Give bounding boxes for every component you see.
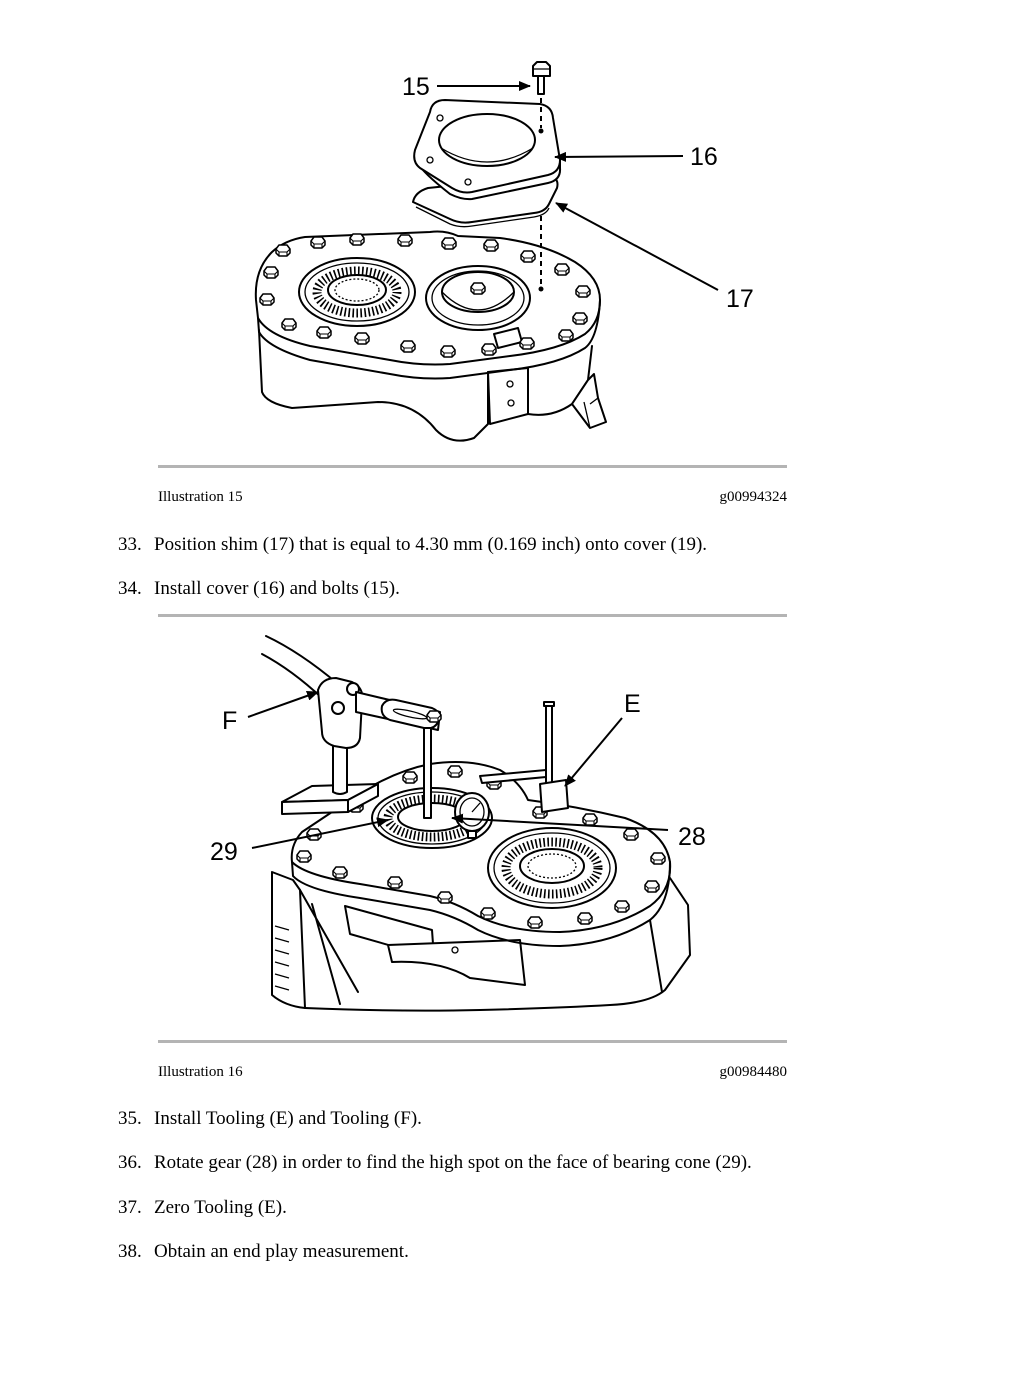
- bearing-right: [487, 827, 617, 909]
- illustration-title: Illustration 16: [158, 1064, 243, 1080]
- illustration-15-drawing: 15 16 17: [254, 61, 754, 442]
- bearing-cone: [298, 257, 416, 327]
- callout-28: 28: [678, 823, 706, 851]
- bolt-head: [349, 233, 365, 246]
- bolt-head: [644, 880, 660, 893]
- bolt-head: [437, 891, 453, 904]
- bolt-head: [316, 326, 332, 339]
- bolt-head: [354, 332, 370, 345]
- illustration-code: g00984480: [719, 1064, 788, 1080]
- tool-nut: [426, 710, 442, 723]
- step-number: 34.: [118, 578, 142, 599]
- step-text: Zero Tooling (E).: [154, 1197, 287, 1218]
- callout-17: 17: [726, 285, 754, 313]
- bolt-head: [614, 900, 630, 913]
- callout-f: F: [222, 707, 237, 735]
- callout-arrow-e: [564, 717, 623, 787]
- step-number: 35.: [118, 1108, 142, 1129]
- step-34: 34. Install cover (16) and bolts (15).: [118, 578, 400, 600]
- bolt-head: [440, 345, 456, 358]
- bolt-head: [259, 293, 275, 306]
- step-33: 33. Position shim (17) that is equal to 4…: [118, 534, 707, 556]
- bolt-head: [281, 318, 297, 331]
- bolt-head: [275, 244, 291, 257]
- bolt-head: [400, 340, 416, 353]
- bolt-head: [520, 250, 536, 263]
- illustration-15-caption: Illustration 15 g00994324: [158, 488, 787, 506]
- bolt-head: [558, 329, 574, 342]
- step-number: 33.: [118, 534, 142, 555]
- bolt-head: [447, 765, 463, 778]
- bolt-head: [296, 850, 312, 863]
- callout-16: 16: [690, 143, 718, 171]
- bolt-head: [483, 239, 499, 252]
- step-37: 37. Zero Tooling (E).: [118, 1197, 287, 1219]
- bolt-head: [575, 285, 591, 298]
- bolt-head: [402, 771, 418, 784]
- divider-rule: [158, 465, 787, 468]
- tooling-f: [261, 635, 442, 819]
- bolt-head: [527, 916, 543, 929]
- callout-e: E: [624, 690, 641, 718]
- step-text: Rotate gear (28) in order to find the hi…: [154, 1152, 752, 1173]
- housing: [254, 230, 607, 442]
- cover: [413, 99, 562, 201]
- bolt-head: [387, 876, 403, 889]
- illustration-code: g00994324: [719, 489, 788, 505]
- bolt-head: [481, 343, 497, 356]
- gear-nut: [470, 282, 486, 295]
- step-number: 37.: [118, 1197, 142, 1218]
- illustration-16-drawing: F E 29 28: [210, 635, 706, 1012]
- bolt-head: [623, 828, 639, 841]
- step-number: 38.: [118, 1241, 142, 1262]
- bolt-head: [332, 866, 348, 879]
- step-text: Obtain an end play measurement.: [154, 1241, 409, 1262]
- step-36: 36. Rotate gear (28) in order to find the…: [118, 1152, 752, 1174]
- illustration-16-caption: Illustration 16 g00984480: [158, 1063, 787, 1081]
- bolt: [532, 61, 551, 292]
- step-number: 36.: [118, 1152, 142, 1173]
- callout-15: 15: [402, 73, 430, 101]
- step-38: 38. Obtain an end play measurement.: [118, 1241, 409, 1263]
- bolt-head: [397, 234, 413, 247]
- bolt-head: [263, 266, 279, 279]
- bolt-head: [441, 237, 457, 250]
- callout-29: 29: [210, 838, 238, 866]
- illustration-title: Illustration 15: [158, 489, 243, 505]
- bolt-head: [310, 236, 326, 249]
- bolt-head: [650, 852, 666, 865]
- step-text: Install cover (16) and bolts (15).: [154, 578, 400, 599]
- bolt-head: [519, 337, 535, 350]
- divider-rule: [158, 614, 787, 617]
- bolt-head: [572, 312, 588, 325]
- tooling-e: [454, 701, 569, 839]
- step-text: Position shim (17) that is equal to 4.30…: [154, 534, 708, 555]
- divider-rule: [158, 1040, 787, 1043]
- callout-arrow-16: [554, 151, 684, 162]
- callout-arrow-29: [251, 817, 389, 849]
- step-text: Install Tooling (E) and Tooling (F).: [154, 1108, 422, 1129]
- bolt-head: [582, 813, 598, 826]
- bolt-head: [554, 263, 570, 276]
- callout-arrow-28: [451, 813, 669, 831]
- callout-arrow-f: [247, 690, 319, 718]
- callout-arrow-17: [555, 202, 719, 291]
- step-35: 35. Install Tooling (E) and Tooling (F).: [118, 1108, 422, 1130]
- bolt-head: [577, 912, 593, 925]
- bolt-head: [480, 907, 496, 920]
